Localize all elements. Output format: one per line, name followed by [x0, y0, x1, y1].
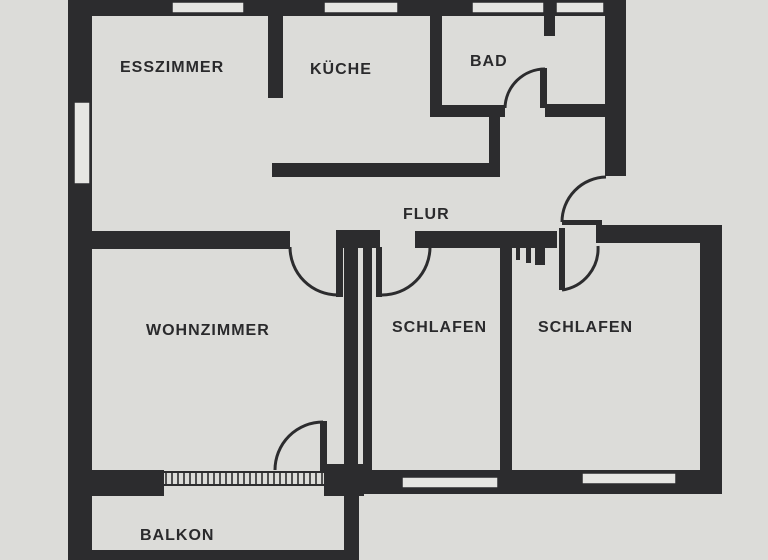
door-schlafen1-swing — [381, 246, 432, 297]
wall-bad-stub — [544, 14, 555, 36]
wall-schlafen-divider — [500, 245, 512, 475]
door-schlafen2-leaf — [559, 228, 565, 290]
wall-schlafen-top — [415, 231, 557, 248]
wall-right-upper — [605, 0, 626, 176]
door-wohnzimmer-swing — [288, 246, 339, 297]
wall-kueche-bad — [430, 14, 442, 117]
label-schlafen-2: SCHLAFEN — [538, 319, 633, 336]
door-entrance-leaf — [562, 220, 602, 225]
door-schlafen1-leaf — [376, 247, 382, 297]
wall-bad-bottom-left — [430, 105, 505, 117]
wall-bad-bottom-right — [545, 104, 608, 117]
wall-schlafen2-top — [596, 225, 722, 243]
window-bad-top-2 — [555, 1, 605, 14]
wall-middle-block — [336, 230, 380, 248]
label-esszimmer: ESSZIMMER — [120, 59, 224, 76]
wall-right-lower — [700, 225, 722, 487]
window-bad-top-1 — [471, 1, 545, 14]
fixtures — [506, 245, 545, 265]
door-balcony-leaf — [320, 421, 327, 471]
wall-esszimmer-kueche — [268, 14, 283, 98]
windows — [73, 1, 677, 489]
door-bad-swing — [503, 67, 546, 109]
wall-balcony-right — [344, 490, 359, 560]
fixture-mark-1 — [506, 245, 511, 260]
fixture-mark-3 — [526, 245, 531, 263]
label-kueche: KÜCHE — [310, 59, 372, 78]
window-kueche-top — [323, 1, 399, 14]
room-labels: ESSZIMMER KÜCHE BAD FLUR WOHNZIMMER SCHL… — [120, 53, 633, 544]
doors — [273, 67, 607, 471]
door-schlafen2-swing — [561, 245, 600, 292]
wall-left-exterior — [68, 0, 92, 560]
balcony-railing — [163, 471, 325, 486]
wall-wohnzimmer-schlafen-b — [363, 245, 372, 480]
door-wohnzimmer-leaf — [336, 247, 343, 297]
door-entrance-swing — [560, 175, 607, 223]
door-bad-leaf — [540, 68, 547, 108]
label-schlafen-1: SCHLAFEN — [392, 319, 487, 336]
wall-wohnzimmer-top — [92, 231, 290, 249]
fixture-mark-2 — [516, 245, 520, 260]
label-wohnzimmer: WOHNZIMMER — [146, 322, 270, 339]
label-balkon: BALKON — [140, 527, 214, 544]
window-esszimmer-top — [171, 1, 245, 14]
window-schlafen2-bottom — [581, 472, 677, 485]
wall-balcony-bottom — [68, 550, 358, 560]
window-schlafen1-bottom — [401, 476, 499, 489]
wall-wohnzimmer-bottom — [92, 470, 164, 496]
wall-wohnzimmer-schlafen-a — [344, 245, 358, 480]
label-flur: FLUR — [403, 206, 450, 223]
walls — [68, 0, 722, 560]
door-balcony-swing — [273, 420, 324, 471]
window-esszimmer-left — [73, 101, 91, 185]
label-bad: BAD — [470, 53, 508, 70]
wall-kueche-bottom — [272, 163, 500, 177]
fixture-mark-4 — [535, 245, 545, 265]
wall-kueche-flur — [489, 113, 500, 177]
